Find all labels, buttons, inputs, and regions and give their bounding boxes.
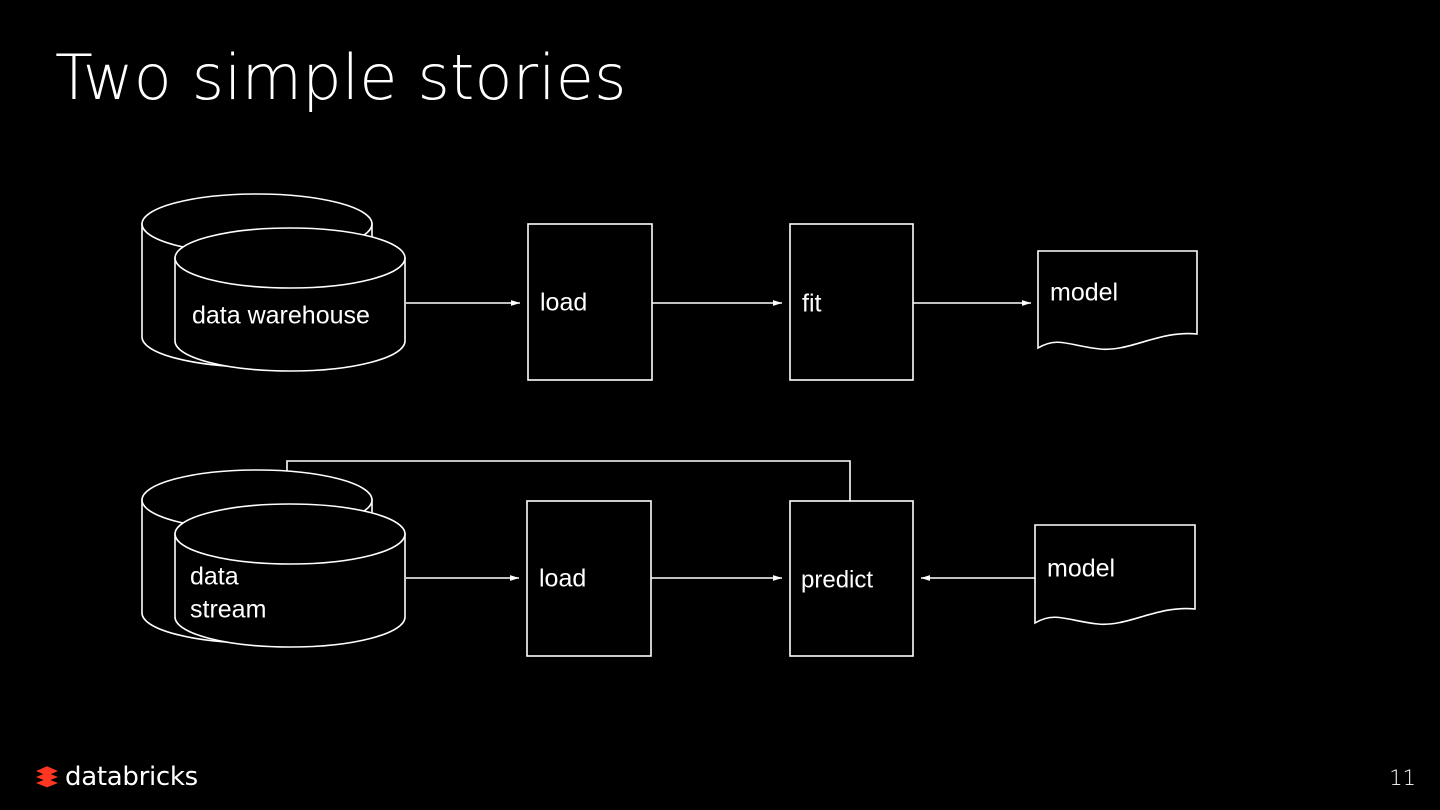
page-title: Two simple stories [55, 41, 627, 114]
row1-model-document [1037, 250, 1198, 351]
row2-source-cylinder-front [174, 503, 406, 648]
row2-predict-box [789, 500, 914, 657]
row2-source-label-line2: stream [190, 596, 266, 624]
row2-model-label: model [1047, 555, 1115, 583]
page-number: 11 [1389, 766, 1416, 790]
databricks-logo: databricks [34, 762, 198, 792]
row1-fit-label: fit [802, 290, 822, 318]
databricks-wordmark: databricks [65, 762, 198, 792]
row1-model-label: model [1050, 279, 1118, 307]
row2-predict-label: predict [801, 566, 873, 593]
row1-fit-box [789, 223, 914, 381]
row2-model-document [1034, 524, 1196, 626]
row1-source-label: data warehouse [192, 302, 370, 330]
row2-load-label: load [539, 565, 586, 593]
row1-load-box [527, 223, 653, 381]
row1-load-label: load [540, 289, 587, 317]
row1-source-cylinder-front [174, 227, 406, 372]
row2-source-label-line1: data [190, 563, 239, 591]
databricks-logo-mark [36, 766, 58, 788]
